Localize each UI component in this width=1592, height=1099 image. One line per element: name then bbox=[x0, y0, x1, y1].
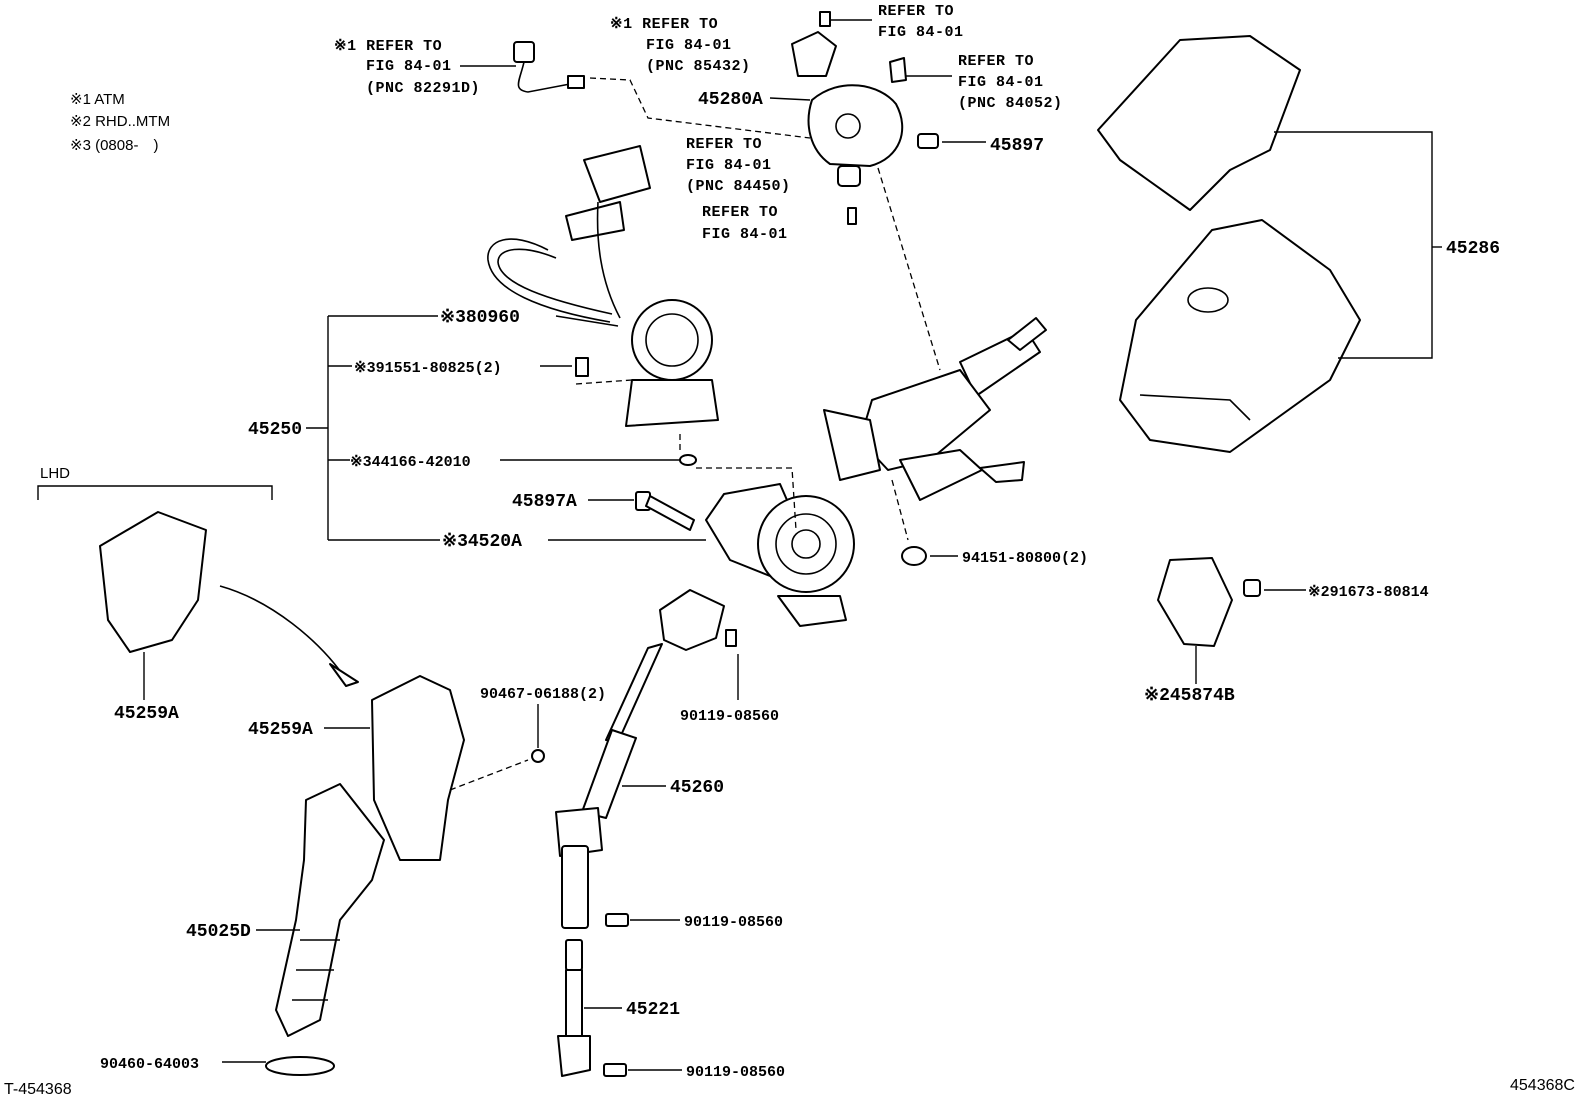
label-91551-80825: ※391551-80825(2) bbox=[354, 360, 502, 377]
svg-text:(PNC 82291D): (PNC 82291D) bbox=[366, 80, 480, 97]
ref-callout-bolt[interactable]: REFER TO FIG 84-01 bbox=[702, 204, 788, 243]
connector-wire-82291d[interactable] bbox=[513, 41, 811, 139]
switch-85432[interactable] bbox=[791, 11, 837, 77]
steering-column-main[interactable] bbox=[705, 317, 1047, 627]
lhd-label: LHD bbox=[40, 465, 70, 482]
part-45286-column-cover[interactable]: 45286 bbox=[1097, 35, 1500, 453]
label-45259a: 45259A bbox=[248, 720, 313, 740]
svg-text:FIG 84-01: FIG 84-01 bbox=[958, 74, 1044, 91]
steering-motor-assembly[interactable] bbox=[487, 145, 719, 427]
label-80960: ※380960 bbox=[440, 308, 520, 328]
svg-text:※1 REFER TO: ※1 REFER TO bbox=[610, 16, 718, 33]
note-rhd-mtm: ※2 RHD..MTM bbox=[70, 113, 170, 130]
label-45897a: 45897A bbox=[512, 492, 577, 512]
label-4520a: ※34520A bbox=[442, 532, 522, 552]
svg-text:REFER TO: REFER TO bbox=[702, 204, 778, 221]
part-45259a-boot[interactable]: 45259A bbox=[248, 675, 529, 861]
clip-84052[interactable] bbox=[889, 57, 907, 83]
svg-text:REFER TO: REFER TO bbox=[958, 53, 1034, 70]
label-90119-08560-c: 90119-08560 bbox=[686, 1064, 785, 1081]
svg-text:REFER TO: REFER TO bbox=[878, 3, 954, 20]
part-45260-intermediate-shaft[interactable]: 45260 bbox=[555, 589, 725, 929]
part-94151-80800-nut[interactable]: 94151-80800(2) bbox=[901, 546, 1088, 567]
bolt-ref[interactable] bbox=[847, 207, 857, 225]
label-94151-80800: 94151-80800(2) bbox=[962, 550, 1088, 567]
part-45025d-boot[interactable]: 45025D bbox=[186, 783, 385, 1037]
part-45259a-lhd[interactable] bbox=[99, 511, 207, 653]
svg-text:FIG 84-01: FIG 84-01 bbox=[878, 24, 964, 41]
part-90119-08560-c[interactable]: 90119-08560 bbox=[603, 1063, 785, 1081]
label-45221: 45221 bbox=[626, 1000, 680, 1020]
label-90119-08560-b: 90119-08560 bbox=[684, 914, 783, 931]
label-45025d: 45025D bbox=[186, 922, 251, 942]
ref-callout-85432[interactable]: ※1 REFER TO FIG 84-01 (PNC 85432) bbox=[610, 16, 751, 75]
svg-text:FIG 84-01: FIG 84-01 bbox=[686, 157, 772, 174]
ref-callout-84052[interactable]: REFER TO FIG 84-01 (PNC 84052) bbox=[906, 53, 1063, 112]
label-45280a: 45280A bbox=[698, 90, 763, 110]
svg-text:※1 REFER TO: ※1 REFER TO bbox=[334, 38, 442, 55]
note-date: ※3 (0808- ) bbox=[70, 137, 158, 154]
o-ring-44166[interactable] bbox=[679, 454, 697, 466]
part-45897a-bolt[interactable]: 45897A bbox=[512, 491, 695, 531]
svg-text:FIG 84-01: FIG 84-01 bbox=[366, 58, 452, 75]
part-90119-08560-a[interactable]: 90119-08560 bbox=[680, 629, 779, 725]
label-90460-64003: 90460-64003 bbox=[100, 1056, 199, 1073]
lhd-section[interactable]: LHD 45259A bbox=[37, 465, 359, 724]
part-45874b-bracket[interactable]: ※291673-80814 ※245874B bbox=[1144, 557, 1429, 706]
part-90460-64003-clamp[interactable]: 90460-64003 bbox=[100, 1056, 335, 1076]
note-atm: ※1 ATM bbox=[70, 91, 125, 108]
label-91673-80814: ※291673-80814 bbox=[1308, 584, 1429, 601]
label-45286: 45286 bbox=[1446, 239, 1500, 259]
ref-callout-82291d[interactable]: ※1 REFER TO FIG 84-01 (PNC 82291D) bbox=[334, 38, 516, 97]
label-45874b: ※245874B bbox=[1144, 686, 1235, 706]
label-45259a-lhd: 45259A bbox=[114, 704, 179, 724]
label-45250: 45250 bbox=[248, 420, 302, 440]
svg-text:(PNC 85432): (PNC 85432) bbox=[646, 58, 751, 75]
group-45250[interactable]: 45250 ※380960 ※391551-80825(2) ※344166-4… bbox=[248, 308, 797, 552]
notes-block: ※1 ATM ※2 RHD..MTM ※3 (0808- ) bbox=[70, 91, 170, 154]
label-45260: 45260 bbox=[670, 778, 724, 798]
label-90119-08560-a: 90119-08560 bbox=[680, 708, 779, 725]
label-44166-42010: ※344166-42010 bbox=[350, 454, 471, 471]
label-45897: 45897 bbox=[990, 136, 1044, 156]
svg-text:FIG 84-01: FIG 84-01 bbox=[646, 37, 732, 54]
label-90467-06188: 90467-06188(2) bbox=[480, 686, 606, 703]
svg-text:REFER TO: REFER TO bbox=[686, 136, 762, 153]
svg-text:(PNC 84052): (PNC 84052) bbox=[958, 95, 1063, 112]
footer-left-code: T-454368 bbox=[4, 1081, 72, 1098]
ref-callout-84450[interactable]: REFER TO FIG 84-01 (PNC 84450) bbox=[686, 136, 791, 195]
part-45280a-lock-housing[interactable]: 45280A 45897 bbox=[698, 84, 1044, 371]
part-45221-shaft[interactable]: 45221 bbox=[557, 939, 680, 1077]
svg-text:(PNC 84450): (PNC 84450) bbox=[686, 178, 791, 195]
footer-right-code: 454368C bbox=[1510, 1077, 1575, 1094]
part-90119-08560-b[interactable]: 90119-08560 bbox=[605, 913, 783, 931]
part-90467-06188-clip[interactable]: 90467-06188(2) bbox=[480, 686, 606, 763]
sensor-84450[interactable] bbox=[837, 165, 861, 187]
svg-text:FIG 84-01: FIG 84-01 bbox=[702, 226, 788, 243]
ref-callout-top-right[interactable]: REFER TO FIG 84-01 bbox=[830, 3, 964, 41]
